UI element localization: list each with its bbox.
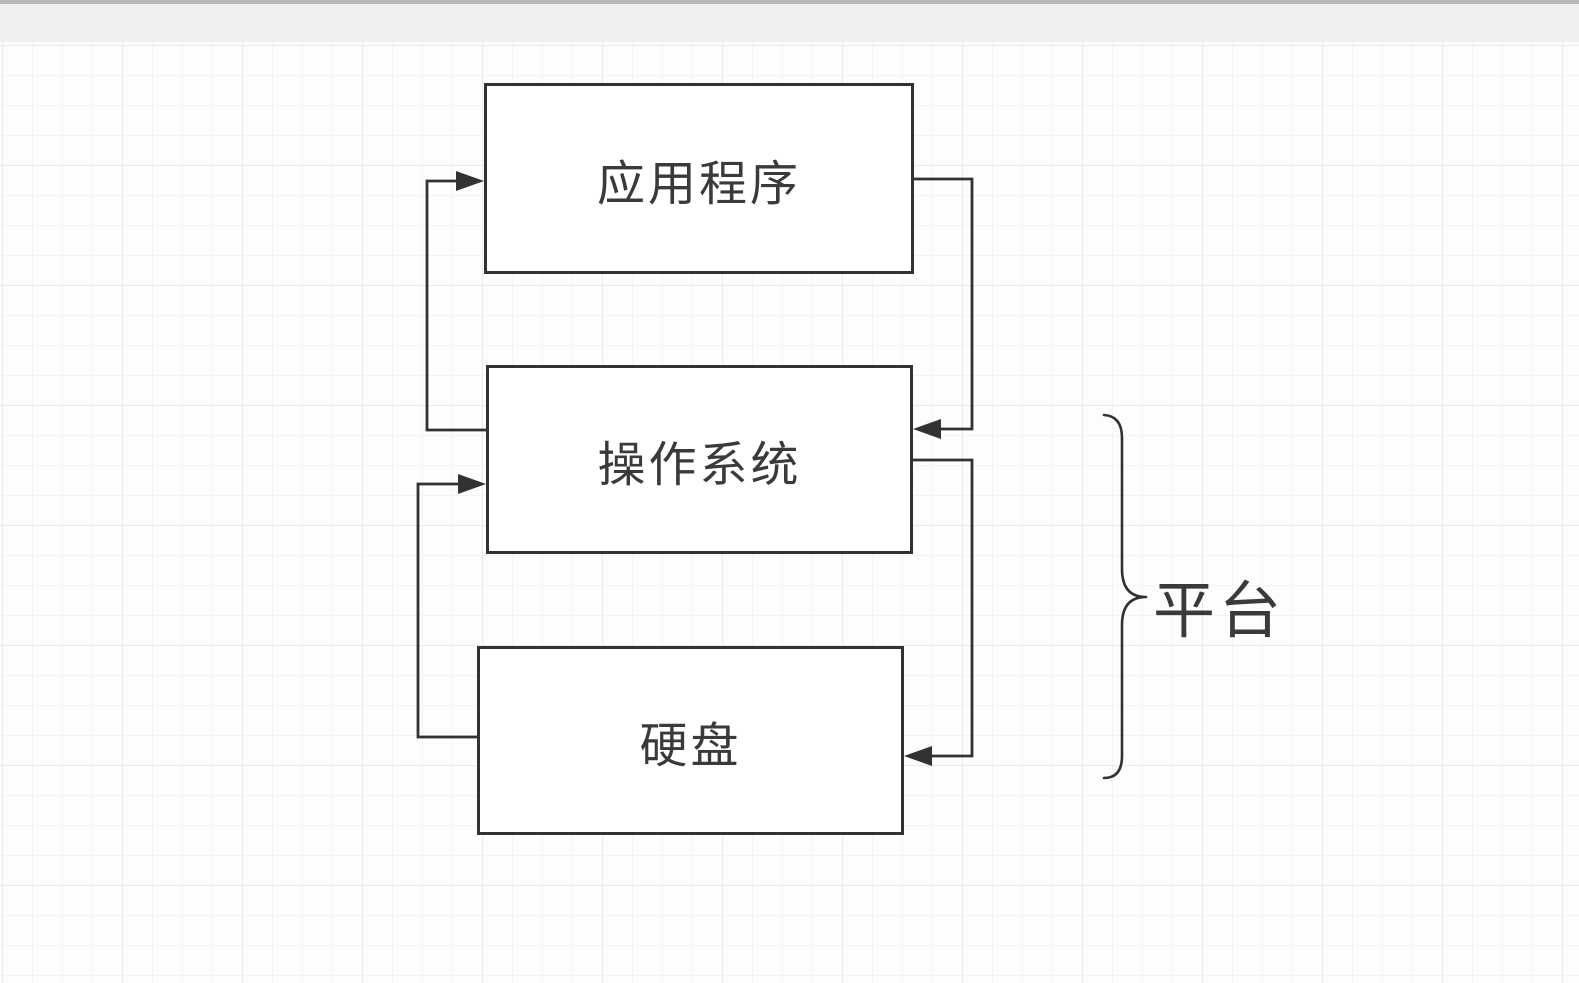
node-disk-label: 硬盘 [639, 719, 742, 773]
diagram-canvas[interactable]: 应用程序 操作系统 硬盘 平台 [0, 42, 1579, 983]
node-disk[interactable]: 硬盘 [477, 646, 904, 835]
edge-os-to-application[interactable] [425, 171, 486, 432]
window-top-strip [0, 0, 1579, 4]
arrowhead-icon [913, 419, 941, 439]
arrowhead-icon [456, 171, 484, 191]
edge-os-to-disk[interactable] [904, 458, 974, 766]
node-os-label: 操作系统 [597, 438, 802, 492]
platform-label: 平台 [1153, 577, 1286, 646]
edge-application-to-os[interactable] [913, 177, 974, 439]
brace-platform-shape[interactable] [1102, 413, 1148, 780]
node-os[interactable]: 操作系统 [486, 365, 913, 554]
edge-os-to-application-line [425, 179, 486, 432]
node-application-label: 应用程序 [596, 157, 801, 211]
edge-disk-to-os-line [416, 482, 477, 739]
edge-os-to-disk-line [913, 458, 974, 758]
toolbar-band [0, 4, 1579, 43]
curly-brace-icon [1102, 413, 1148, 780]
edges-overlay [416, 171, 1148, 780]
node-application[interactable]: 应用程序 [484, 83, 914, 274]
edge-disk-to-os[interactable] [416, 474, 486, 739]
arrowhead-icon [904, 746, 932, 766]
arrowhead-icon [458, 474, 486, 494]
edge-application-to-os-line [914, 177, 974, 431]
